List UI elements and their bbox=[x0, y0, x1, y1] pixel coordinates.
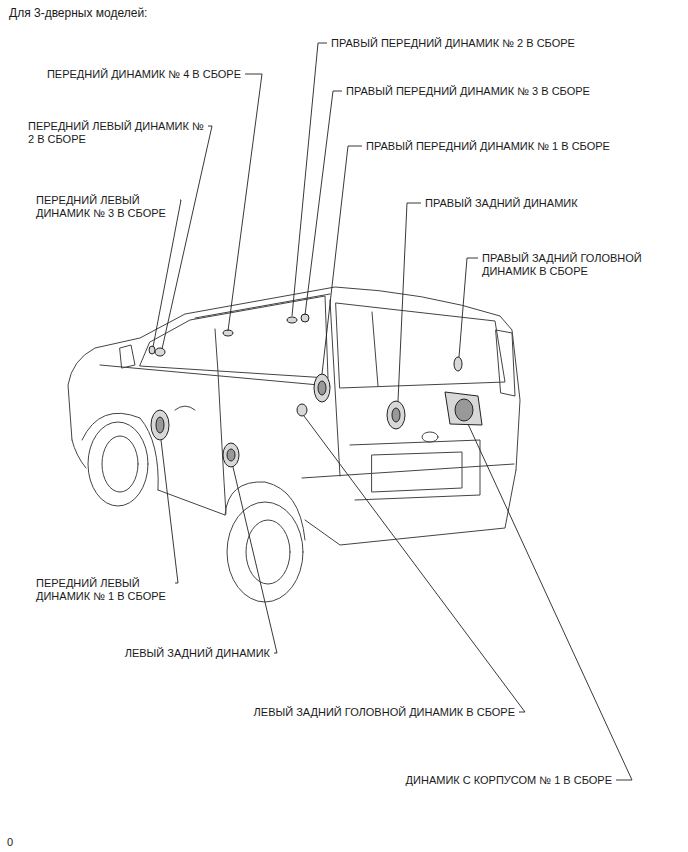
leader-line bbox=[305, 91, 342, 315]
front-wheel-rim bbox=[102, 436, 138, 492]
part-label: ПРАВЫЙ ПЕРЕДНИЙ ДИНАМИК № 1 В СБОРЕ bbox=[366, 140, 610, 153]
leader-line bbox=[228, 74, 262, 331]
speaker bbox=[151, 410, 169, 440]
door-line bbox=[215, 329, 226, 514]
rear-window bbox=[336, 303, 505, 388]
rear-wheel-rim bbox=[246, 520, 290, 584]
tweeter bbox=[287, 317, 297, 323]
leader-line bbox=[322, 146, 362, 374]
part-label: ПЕРЕДНИЙ ЛЕВЫЙ ДИНАМИК № 2 В СБОРЕ bbox=[28, 120, 204, 146]
rear-window-line bbox=[372, 312, 378, 386]
part-label: ПРАВЫЙ ЗАДНИЙ ГОЛОВНОЙ ДИНАМИК В СБОРЕ bbox=[482, 252, 652, 278]
speaker bbox=[387, 401, 405, 429]
part-label: ПЕРЕДНИЙ ДИНАМИК № 4 В СБОРЕ bbox=[47, 68, 241, 81]
tweeter bbox=[301, 314, 309, 322]
leader-line bbox=[468, 424, 632, 780]
front-wheel bbox=[88, 422, 148, 506]
leader-line bbox=[398, 203, 421, 401]
leader-line bbox=[233, 467, 277, 653]
leader-line bbox=[162, 126, 212, 349]
roof-rail bbox=[195, 294, 330, 318]
tailgate-recess bbox=[350, 440, 480, 500]
tweeter bbox=[454, 357, 462, 371]
rear-corner bbox=[330, 300, 340, 476]
rear-bumper bbox=[305, 470, 516, 545]
speaker-box bbox=[445, 392, 482, 425]
leader-line bbox=[153, 200, 181, 347]
part-label: ЛЕВЫЙ ЗАДНИЙ ГОЛОВНОЙ ДИНАМИК В СБОРЕ bbox=[254, 706, 515, 719]
taillight bbox=[496, 330, 515, 396]
part-label: ЛЕВЫЙ ЗАДНИЙ ДИНАМИК bbox=[125, 647, 270, 660]
front-bumper bbox=[72, 440, 86, 468]
license-plate bbox=[372, 452, 462, 492]
part-label: ПРАВЫЙ ПЕРЕДНИЙ ДИНАМИК № 3 В СБОРЕ bbox=[346, 85, 590, 98]
part-label: ПРАВЫЙ ЗАДНИЙ ДИНАМИК bbox=[425, 197, 578, 210]
tweeter bbox=[155, 348, 165, 356]
rear-wheel bbox=[227, 502, 303, 602]
title: Для 3-дверных моделей: bbox=[9, 6, 147, 20]
page-number: 0 bbox=[7, 836, 13, 849]
leader-line bbox=[304, 416, 525, 712]
part-label: ПЕРЕДНИЙ ЛЕВЫЙ ДИНАМИК № 3 В СБОРЕ bbox=[36, 194, 176, 220]
tweeter bbox=[149, 346, 155, 354]
tweeter bbox=[297, 404, 307, 416]
speaker bbox=[223, 443, 239, 467]
emblem bbox=[422, 432, 438, 442]
beltline bbox=[100, 365, 330, 386]
bumper-line bbox=[302, 464, 514, 478]
part-label: ПЕРЕДНИЙ ЛЕВЫЙ ДИНАМИК № 1 В СБОРЕ bbox=[36, 577, 171, 603]
side-window bbox=[140, 296, 328, 378]
side-mirror bbox=[120, 345, 135, 368]
part-label: ПРАВЫЙ ПЕРЕДНИЙ ДИНАМИК № 2 В СБОРЕ bbox=[331, 37, 575, 50]
speaker bbox=[314, 374, 330, 402]
leader-line bbox=[161, 440, 178, 583]
leader-line bbox=[459, 258, 478, 357]
door-handle bbox=[175, 406, 195, 410]
part-label: ДИНАМИК С КОРПУСОМ № 1 В СБОРЕ bbox=[406, 774, 612, 787]
